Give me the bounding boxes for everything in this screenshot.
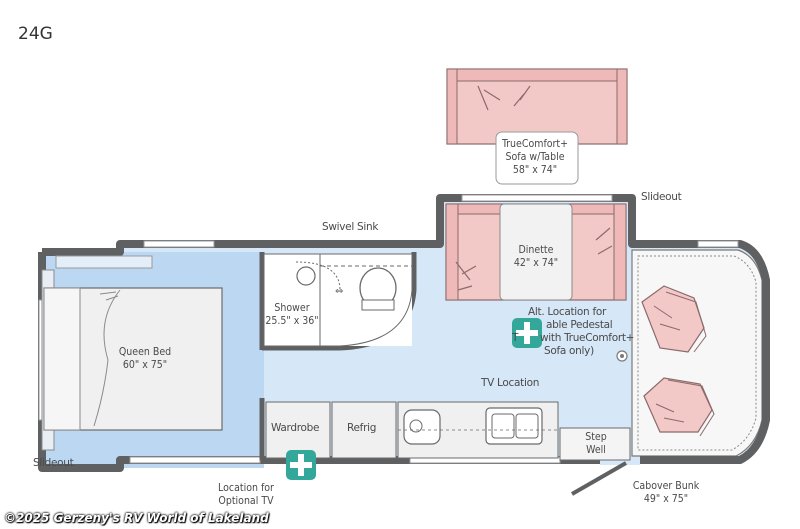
step-well-label: Step Well xyxy=(572,431,620,457)
alt-location-line2: able Pedestal xyxy=(546,319,613,331)
tv-icon-alt xyxy=(512,318,542,348)
cab-seats xyxy=(641,285,715,437)
queen-bed-label-line1: Queen Bed xyxy=(118,346,172,358)
step-well-line2: Well xyxy=(586,444,606,456)
alt-location-line4: with TrueComfort+ xyxy=(540,332,635,344)
refrig-label: Refrig xyxy=(347,422,377,434)
step-well-line1: Step xyxy=(585,431,607,443)
truecomfort-sofa xyxy=(446,68,628,185)
dinette-label-line1: Dinette xyxy=(518,244,554,256)
alt-location-line3: T xyxy=(512,332,519,344)
copyright-watermark: ©2025 Gerzeny's RV World of Lakeland xyxy=(4,511,269,525)
queen-bed-label: Queen Bed 60" x 75" xyxy=(100,346,190,372)
sink-bowl xyxy=(296,266,316,286)
alt-location-line1: Alt. Location for xyxy=(528,306,606,318)
tv-location-label: TV Location xyxy=(481,377,540,389)
sofa-label-line2: Sofa w/Table xyxy=(505,151,565,163)
queen-bed-label-line2: 60" x 75" xyxy=(122,359,168,371)
slideout-bottom-label: Slideout xyxy=(33,457,74,469)
dinette xyxy=(445,203,627,301)
galley xyxy=(265,401,631,461)
svg-text:⇔: ⇔ xyxy=(335,286,343,297)
tv-icon-optional xyxy=(286,450,316,480)
sofa-label-line3: 58" x 74" xyxy=(512,164,558,176)
dinette-label-line2: 42" x 74" xyxy=(513,257,559,269)
sofa-label: TrueComfort+ Sofa w/Table 58" x 74" xyxy=(486,138,584,177)
sofa-label-line1: TrueComfort+ xyxy=(501,138,569,150)
slideout-top-label: Slideout xyxy=(641,191,682,203)
cabover-bunk-line1: Cabover Bunk xyxy=(632,480,700,492)
wardrobe-label: Wardrobe xyxy=(271,422,320,434)
swivel-sink-label: Swivel Sink xyxy=(322,221,379,233)
shower-label-line2: 25.5" x 36" xyxy=(265,315,319,327)
shower-label: Shower 25.5" x 36" xyxy=(262,302,322,328)
dinette-label: Dinette 42" x 74" xyxy=(500,244,572,270)
cabover-bunk-line2: 49" x 75" xyxy=(643,493,689,505)
alt-location-line5: Sofa only) xyxy=(544,345,594,357)
cabover-bunk-label: Cabover Bunk 49" x 75" xyxy=(622,480,710,506)
shower-label-line1: Shower xyxy=(274,302,310,314)
model-name: 24G xyxy=(18,24,53,44)
entry-door xyxy=(571,461,627,496)
optional-tv-line1: Location for xyxy=(218,482,274,494)
optional-tv-label: Location for Optional TV xyxy=(206,482,286,508)
optional-tv-line2: Optional TV xyxy=(218,495,274,507)
